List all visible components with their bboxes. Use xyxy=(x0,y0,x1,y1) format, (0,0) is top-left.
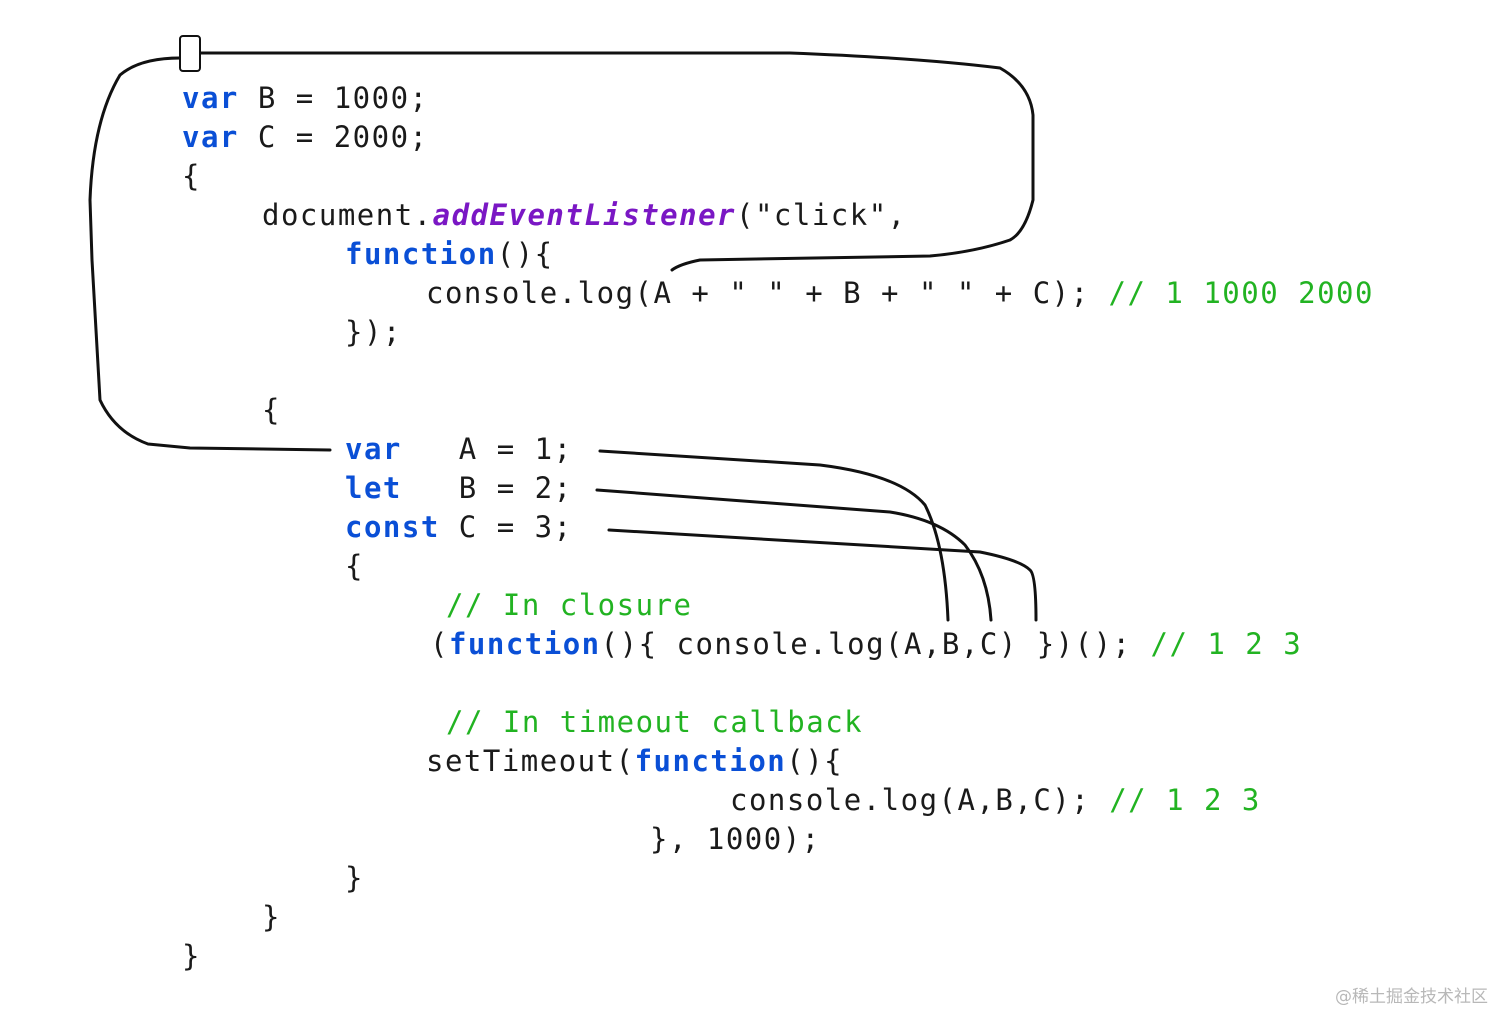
code-text: B = 1000; xyxy=(238,81,429,115)
keyword-function: function xyxy=(448,627,601,661)
keyword-var: var xyxy=(345,432,402,466)
code-text: C = 3; xyxy=(439,510,573,544)
code-text: (){ xyxy=(786,744,844,778)
code-text: (){ xyxy=(496,237,554,271)
code-text: ("click", xyxy=(736,198,907,232)
code-comment-in-closure: // In closure xyxy=(446,588,693,622)
code-line-listener-close: }); xyxy=(345,315,402,349)
keyword-let: let xyxy=(345,471,402,505)
code-line-function-open: function(){ xyxy=(345,236,554,272)
keyword-function: function xyxy=(345,237,497,271)
keyword-var: var xyxy=(182,120,239,154)
code-line-innermost-block-close: } xyxy=(345,861,364,895)
code-line-add-event-listener: document.addEventListener("click", xyxy=(262,197,907,233)
keyword-const: const xyxy=(345,510,440,544)
cursor-box xyxy=(179,35,201,72)
code-text: ( xyxy=(430,627,449,661)
code-line-var-a: var A = 1; xyxy=(345,431,573,467)
code-line-const-c: const C = 3; xyxy=(345,509,573,545)
link-c-line xyxy=(607,528,1038,622)
code-line-var-c: var C = 2000; xyxy=(182,119,429,155)
code-text: document. xyxy=(262,198,433,232)
code-comment: // 1 2 3 xyxy=(1150,627,1303,661)
code-comment-in-timeout: // In timeout callback xyxy=(446,705,864,739)
keyword-var: var xyxy=(182,81,239,115)
code-line-let-b: let B = 2; xyxy=(345,470,573,506)
code-text: console.log(A,B,C); xyxy=(730,783,1110,817)
code-text: A = 1; xyxy=(401,432,573,466)
code-text: (){ console.log(A,B,C) })(); xyxy=(600,627,1151,661)
code-line-iife: (function(){ console.log(A,B,C) })(); //… xyxy=(430,626,1302,662)
link-a-line xyxy=(598,449,950,622)
method-name: addEventListener xyxy=(432,198,736,232)
code-line-timeout-close: }, 1000); xyxy=(650,822,821,856)
link-b-line xyxy=(595,488,993,622)
var-hoist-loop-line xyxy=(88,56,332,452)
code-line-timeout-console-log: console.log(A,B,C); // 1 2 3 xyxy=(730,782,1261,818)
keyword-function: function xyxy=(634,744,787,778)
code-line-inner-block-open: { xyxy=(262,393,281,427)
code-comment: // 1 2 3 xyxy=(1109,783,1261,817)
code-text: C = 2000; xyxy=(238,120,429,154)
code-text: B = 2; xyxy=(401,471,573,505)
code-line-var-b: var B = 1000; xyxy=(182,80,429,116)
code-comment: // 1 1000 2000 xyxy=(1108,276,1374,310)
code-line-inner-block-close: } xyxy=(262,900,281,934)
code-line-outer-block-open: { xyxy=(182,159,201,193)
code-text: console.log(A + " " + B + " " + C); xyxy=(426,276,1109,310)
global-scope-top-line xyxy=(198,51,1035,272)
watermark-text: @稀土掘金技术社区 xyxy=(1335,987,1488,1007)
code-text: setTimeout( xyxy=(426,744,635,778)
code-line-innermost-block-open: { xyxy=(345,549,364,583)
code-line-set-timeout: setTimeout(function(){ xyxy=(426,743,843,779)
code-line-outer-block-close: } xyxy=(182,939,201,973)
code-line-click-console-log: console.log(A + " " + B + " " + C); // 1… xyxy=(426,275,1374,311)
